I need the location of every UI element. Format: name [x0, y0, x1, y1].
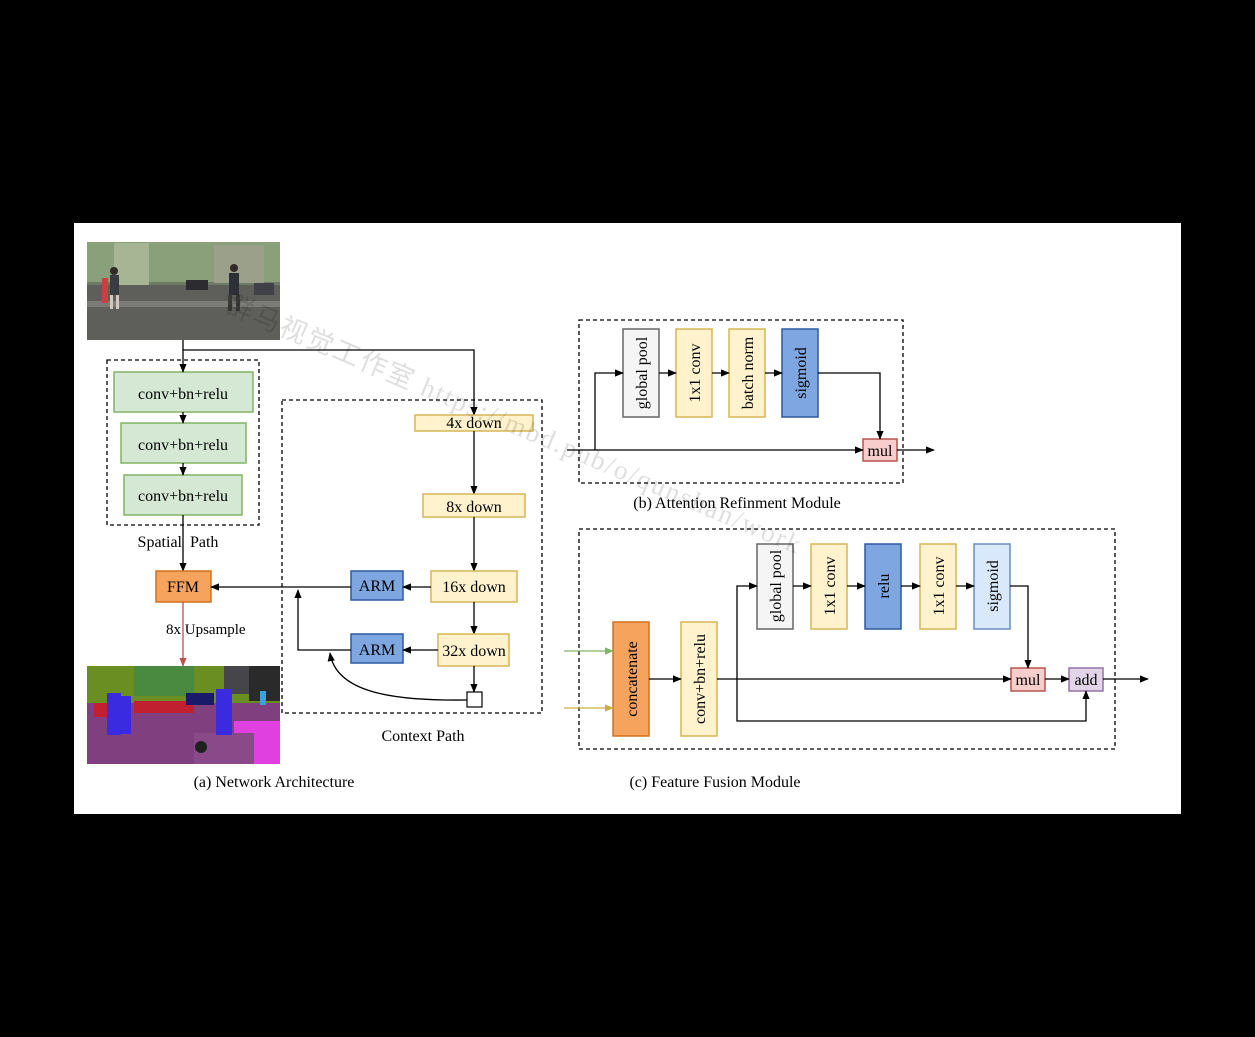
- ffm-sigmoid-label: sigmoid: [985, 560, 1002, 612]
- arm-block-1: [350, 570, 404, 601]
- arm-conv-label: 1x1 conv: [687, 343, 704, 402]
- spatial-block-1: [113, 371, 254, 413]
- spatial-block-3-label: conv+bn+relu: [138, 488, 228, 505]
- ffm-label: FFM: [167, 579, 199, 596]
- arm-global-pool-label: global pool: [634, 336, 651, 409]
- ffm-conv2-label: 1x1 conv: [931, 556, 948, 615]
- down-16x-label: 16x down: [442, 579, 506, 596]
- ffm-conv2-block: [919, 543, 957, 630]
- spatial-block-1-label: conv+bn+relu: [138, 386, 228, 403]
- ffm-conv1-label: 1x1 conv: [822, 556, 839, 615]
- arm-mul-label: mul: [868, 443, 893, 460]
- input-street-image: [87, 242, 280, 340]
- spatial-path-label: Spatial Path: [138, 534, 219, 551]
- arm-block-1-label: ARM: [359, 578, 395, 595]
- ffm-add-label: add: [1074, 672, 1097, 689]
- context-path-box: [281, 399, 543, 714]
- upsample-label: 8x Upsample: [166, 622, 246, 638]
- ffm-cbr-label: conv+bn+relu: [692, 634, 709, 724]
- arm-batchnorm-block: [728, 328, 766, 418]
- segmentation-output-image: [87, 666, 280, 764]
- watermark: 群马视觉工作室 https://mbd.pub/o/qunshan/work: [222, 289, 808, 560]
- ffm-mul-label: mul: [1016, 672, 1041, 689]
- arm-conv-block: [675, 328, 713, 418]
- down-16x-block: [430, 570, 518, 603]
- ffm-concat-label: concatenate: [624, 641, 641, 717]
- caption-b: (b) Attention Refinment Module: [633, 495, 841, 512]
- global-pool-node: [466, 691, 483, 708]
- down-8x-label: 8x down: [446, 499, 502, 516]
- spatial-block-2-label: conv+bn+relu: [138, 437, 228, 454]
- caption-c: (c) Feature Fusion Module: [629, 774, 800, 791]
- diagram-svg: conv+bn+relu conv+bn+relu conv+bn+relu S…: [87, 242, 1149, 791]
- arm-global-pool-block: [622, 328, 660, 418]
- caption-a: (a) Network Architecture: [194, 774, 355, 791]
- ffm-module-box: [578, 528, 1116, 750]
- spatial-block-2: [120, 422, 247, 464]
- context-path-label: Context Path: [381, 728, 464, 745]
- arm-sigmoid-label: sigmoid: [793, 347, 810, 399]
- figure-canvas: conv+bn+relu conv+bn+relu conv+bn+relu S…: [74, 223, 1181, 814]
- arm-batchnorm-label: batch norm: [740, 336, 757, 409]
- arm-module-box: [578, 319, 904, 484]
- arm-block-2-label: ARM: [359, 642, 395, 659]
- ffm-global-pool-label: global pool: [768, 549, 785, 622]
- ffm-relu-label: relu: [876, 574, 893, 599]
- down-32x-label: 32x down: [442, 643, 506, 660]
- down-4x-label: 4x down: [446, 415, 502, 432]
